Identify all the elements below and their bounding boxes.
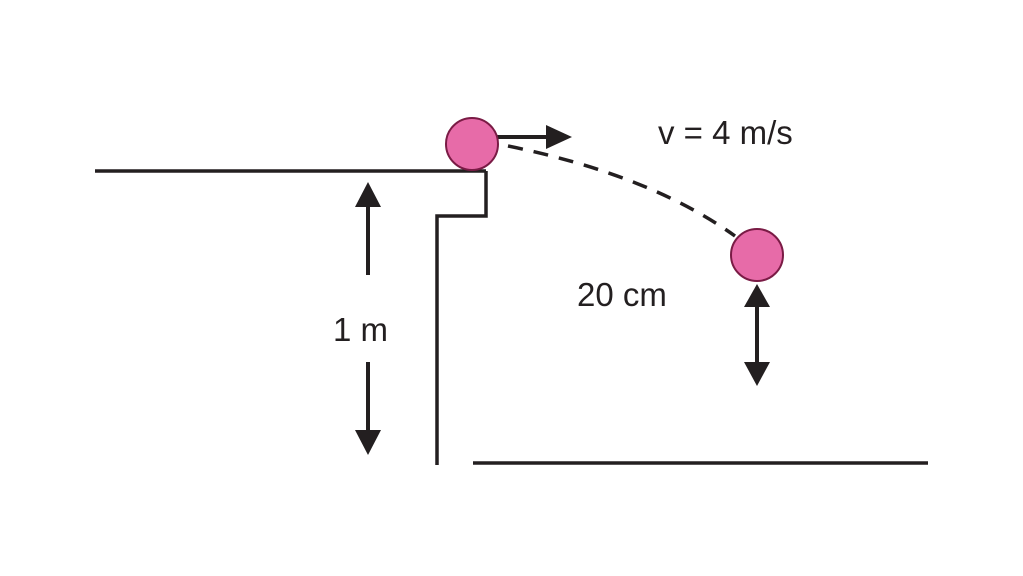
height-arrow-up-head — [355, 182, 381, 207]
drop-arrow-down-head — [744, 362, 770, 386]
drop-label: 20 cm — [577, 276, 667, 313]
ball-initial — [445, 117, 499, 171]
velocity-arrow-head — [546, 125, 572, 149]
height-label: 1 m — [333, 311, 388, 348]
velocity-label: v = 4 m/s — [658, 114, 793, 151]
height-arrow-down-head — [355, 430, 381, 455]
trajectory-path — [507, 144, 737, 238]
drop-arrow-up-head — [744, 284, 770, 307]
cliff-edge — [435, 171, 488, 465]
ball-later — [730, 228, 784, 282]
